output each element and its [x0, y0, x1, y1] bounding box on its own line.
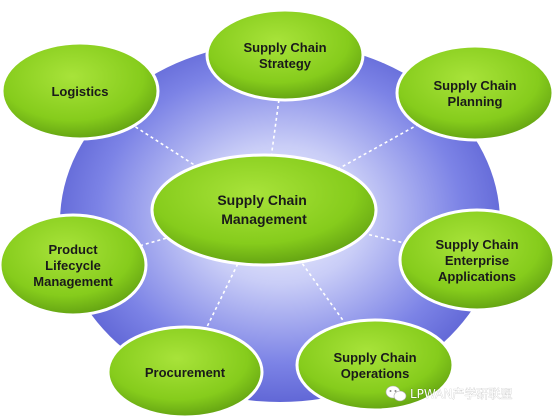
- node-label-line: Enterprise: [445, 253, 509, 268]
- watermark: LPWAN产学研联盟: [385, 385, 513, 402]
- node-label-line: Strategy: [259, 56, 312, 71]
- watermark-text: LPWAN产学研联盟: [410, 386, 512, 401]
- node-shape-operations: [295, 318, 455, 412]
- node-label-line: Management: [33, 274, 113, 289]
- node-label-line: Applications: [438, 269, 516, 284]
- center-node-line-1: Supply Chain: [217, 192, 306, 208]
- node-label-line: Supply Chain: [333, 350, 416, 365]
- node-label-line: Procurement: [145, 365, 226, 380]
- node-shape-strategy: [205, 8, 365, 102]
- node-shape-product-lifecycle-management: [0, 213, 148, 317]
- node-logistics: Logistics: [0, 41, 160, 141]
- center-node-line-2: Management: [221, 211, 307, 227]
- node-label-procurement: Procurement: [145, 365, 226, 380]
- node-shape-planning: [395, 44, 555, 142]
- node-label-line: Logistics: [51, 84, 108, 99]
- center-node-label: Supply Chain Management: [217, 192, 310, 227]
- node-label-line: Product: [48, 242, 98, 257]
- node-label-line: Planning: [448, 94, 503, 109]
- node-label-line: Supply Chain: [243, 40, 326, 55]
- center-node: Supply Chain Management: [150, 153, 378, 267]
- node-shape-logistics: [0, 41, 160, 141]
- node-shape-enterprise-applications: [398, 208, 556, 312]
- node-shape-procurement: [106, 325, 264, 419]
- wechat-icon: [385, 385, 407, 402]
- node-label-line: Operations: [341, 366, 410, 381]
- node-label-line: Lifecycle: [45, 258, 101, 273]
- node-label-line: Supply Chain: [433, 78, 516, 93]
- node-procurement: Procurement: [106, 325, 264, 419]
- node-label-line: Supply Chain: [435, 237, 518, 252]
- connector-planning: [263, 92, 476, 211]
- node-label-logistics: Logistics: [51, 84, 108, 99]
